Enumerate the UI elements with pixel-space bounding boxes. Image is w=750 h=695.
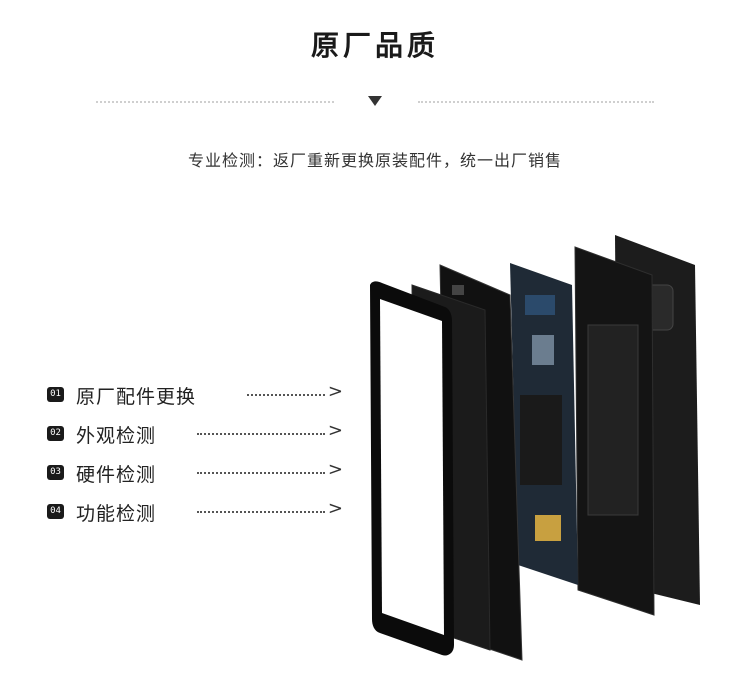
feature-label: 功能检测 bbox=[76, 503, 157, 525]
feature-list: 01 原厂配件更换 > 02 外观检测 > 03 硬件检测 > 04 功能检测 … bbox=[47, 381, 347, 538]
page-title: 原厂品质 bbox=[310, 29, 439, 62]
feature-number: 03 bbox=[47, 465, 64, 480]
dotted-leader bbox=[197, 472, 325, 474]
chip bbox=[520, 395, 562, 485]
subtitle: 专业检测：返厂重新更换原装配件，统一出厂销售 bbox=[187, 151, 562, 170]
glass-screen bbox=[380, 299, 444, 635]
feature-label: 硬件检测 bbox=[76, 464, 157, 486]
feature-item: 02 外观检测 > bbox=[47, 420, 347, 460]
feature-item: 03 硬件检测 > bbox=[47, 459, 347, 499]
chevron-right-icon: > bbox=[327, 459, 343, 480]
chevron-right-icon: > bbox=[327, 420, 343, 441]
feature-number: 02 bbox=[47, 426, 64, 441]
exploded-phone-icon bbox=[370, 235, 700, 661]
chip bbox=[535, 515, 561, 541]
feature-item: 04 功能检测 > bbox=[47, 498, 347, 538]
chevron-right-icon: > bbox=[327, 498, 343, 519]
triangle-down-icon bbox=[368, 96, 382, 106]
feature-item: 01 原厂配件更换 > bbox=[47, 381, 347, 421]
dotted-leader bbox=[247, 394, 325, 396]
dotted-leader bbox=[197, 511, 325, 513]
chevron-right-icon: > bbox=[327, 381, 343, 402]
dotted-leader bbox=[197, 433, 325, 435]
feature-label: 外观检测 bbox=[76, 425, 157, 447]
feature-number: 01 bbox=[47, 387, 64, 402]
chip bbox=[532, 335, 554, 365]
feature-label: 原厂配件更换 bbox=[76, 386, 197, 408]
divider-right bbox=[418, 101, 654, 103]
divider-left bbox=[96, 101, 334, 103]
feature-number: 04 bbox=[47, 504, 64, 519]
chip bbox=[525, 295, 555, 315]
frame-sensor bbox=[452, 285, 464, 295]
battery bbox=[587, 324, 639, 516]
